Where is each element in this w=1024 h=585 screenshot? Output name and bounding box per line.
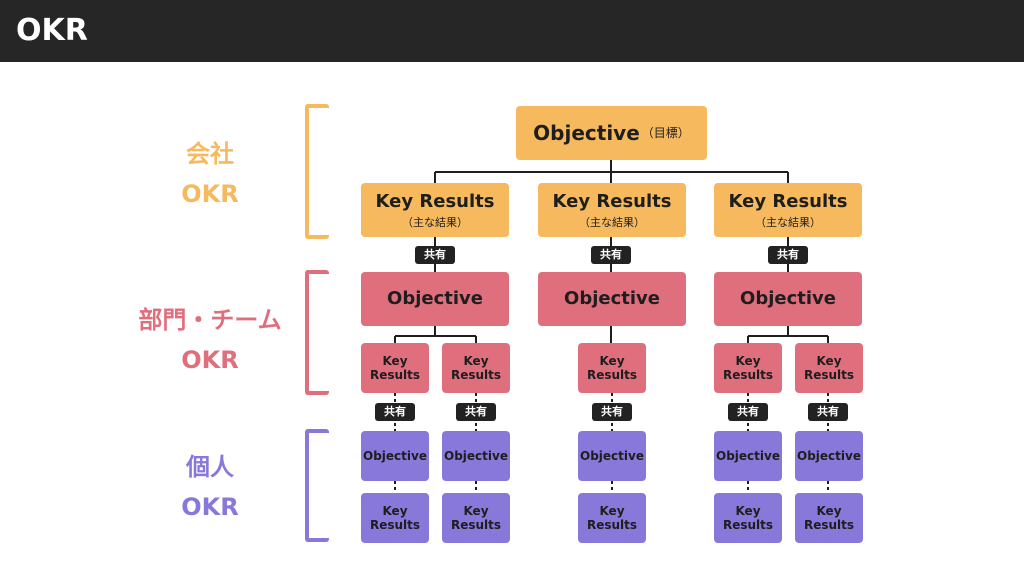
level-label-company: 会社 OKR: [150, 134, 270, 214]
objective-label: Objective: [564, 288, 660, 310]
objective-sublabel: （目標）: [641, 125, 690, 140]
individual-objective-box: Objective: [578, 431, 646, 481]
share-tag: 共有: [768, 246, 808, 264]
objective-label: Objective: [740, 288, 836, 310]
key-results-sublabel: （主な結果）: [579, 215, 645, 229]
individual-key-results-box: Key Results: [795, 493, 863, 543]
level-label-line1: 部門・チーム: [138, 306, 282, 334]
share-tag: 共有: [591, 246, 631, 264]
level-label-line2: OKR: [181, 180, 239, 208]
share-tag: 共有: [415, 246, 455, 264]
level-label-line1: 会社: [186, 140, 234, 168]
objective-label: Objective: [797, 448, 861, 463]
share-tag: 共有: [375, 403, 415, 421]
key-results-label: Key Results: [728, 191, 848, 213]
share-tag: 共有: [808, 403, 848, 421]
individual-key-results-box: Key Results: [714, 493, 782, 543]
key-results-sublabel: （主な結果）: [402, 215, 468, 229]
department-key-results-box: Key Results: [442, 343, 510, 393]
department-objective-box: Objective: [538, 272, 686, 326]
department-objective-box: Objective: [714, 272, 862, 326]
company-objective-box: Objective （目標）: [516, 106, 707, 160]
key-results-label: Key Results: [375, 191, 495, 213]
department-key-results-box: Key Results: [795, 343, 863, 393]
individual-objective-box: Objective: [442, 431, 510, 481]
level-label-line2: OKR: [181, 346, 239, 374]
company-key-results-box: Key Results （主な結果）: [538, 183, 686, 237]
key-results-label: Key Results: [586, 503, 638, 532]
bracket-individual: [305, 429, 329, 542]
objective-label: Objective: [716, 448, 780, 463]
bracket-company: [305, 104, 329, 239]
share-tag: 共有: [592, 403, 632, 421]
key-results-label: Key Results: [369, 503, 421, 532]
key-results-label: Key Results: [552, 191, 672, 213]
share-tag: 共有: [456, 403, 496, 421]
individual-key-results-box: Key Results: [442, 493, 510, 543]
key-results-label: Key Results: [450, 353, 502, 382]
individual-key-results-box: Key Results: [361, 493, 429, 543]
department-key-results-box: Key Results: [578, 343, 646, 393]
company-key-results-box: Key Results （主な結果）: [714, 183, 862, 237]
level-label-individual: 個人 OKR: [150, 447, 270, 527]
bracket-department: [305, 270, 329, 395]
key-results-label: Key Results: [586, 353, 638, 382]
objective-label: Objective: [363, 448, 427, 463]
individual-key-results-box: Key Results: [578, 493, 646, 543]
key-results-label: Key Results: [803, 503, 855, 532]
objective-label: Objective: [387, 288, 483, 310]
department-key-results-box: Key Results: [361, 343, 429, 393]
key-results-sublabel: （主な結果）: [755, 215, 821, 229]
key-results-label: Key Results: [369, 353, 421, 382]
level-label-department: 部門・チーム OKR: [112, 300, 308, 380]
department-objective-box: Objective: [361, 272, 509, 326]
objective-label: Objective: [580, 448, 644, 463]
company-key-results-box: Key Results （主な結果）: [361, 183, 509, 237]
individual-objective-box: Objective: [795, 431, 863, 481]
key-results-label: Key Results: [450, 503, 502, 532]
objective-label: Objective: [533, 121, 640, 145]
level-label-line2: OKR: [181, 493, 239, 521]
key-results-label: Key Results: [803, 353, 855, 382]
header-bar: OKR: [0, 0, 1024, 62]
key-results-label: Key Results: [722, 503, 774, 532]
page-title: OKR: [16, 13, 88, 48]
share-tag: 共有: [728, 403, 768, 421]
objective-label: Objective: [444, 448, 508, 463]
key-results-label: Key Results: [722, 353, 774, 382]
individual-objective-box: Objective: [714, 431, 782, 481]
level-label-line1: 個人: [186, 453, 234, 481]
individual-objective-box: Objective: [361, 431, 429, 481]
department-key-results-box: Key Results: [714, 343, 782, 393]
